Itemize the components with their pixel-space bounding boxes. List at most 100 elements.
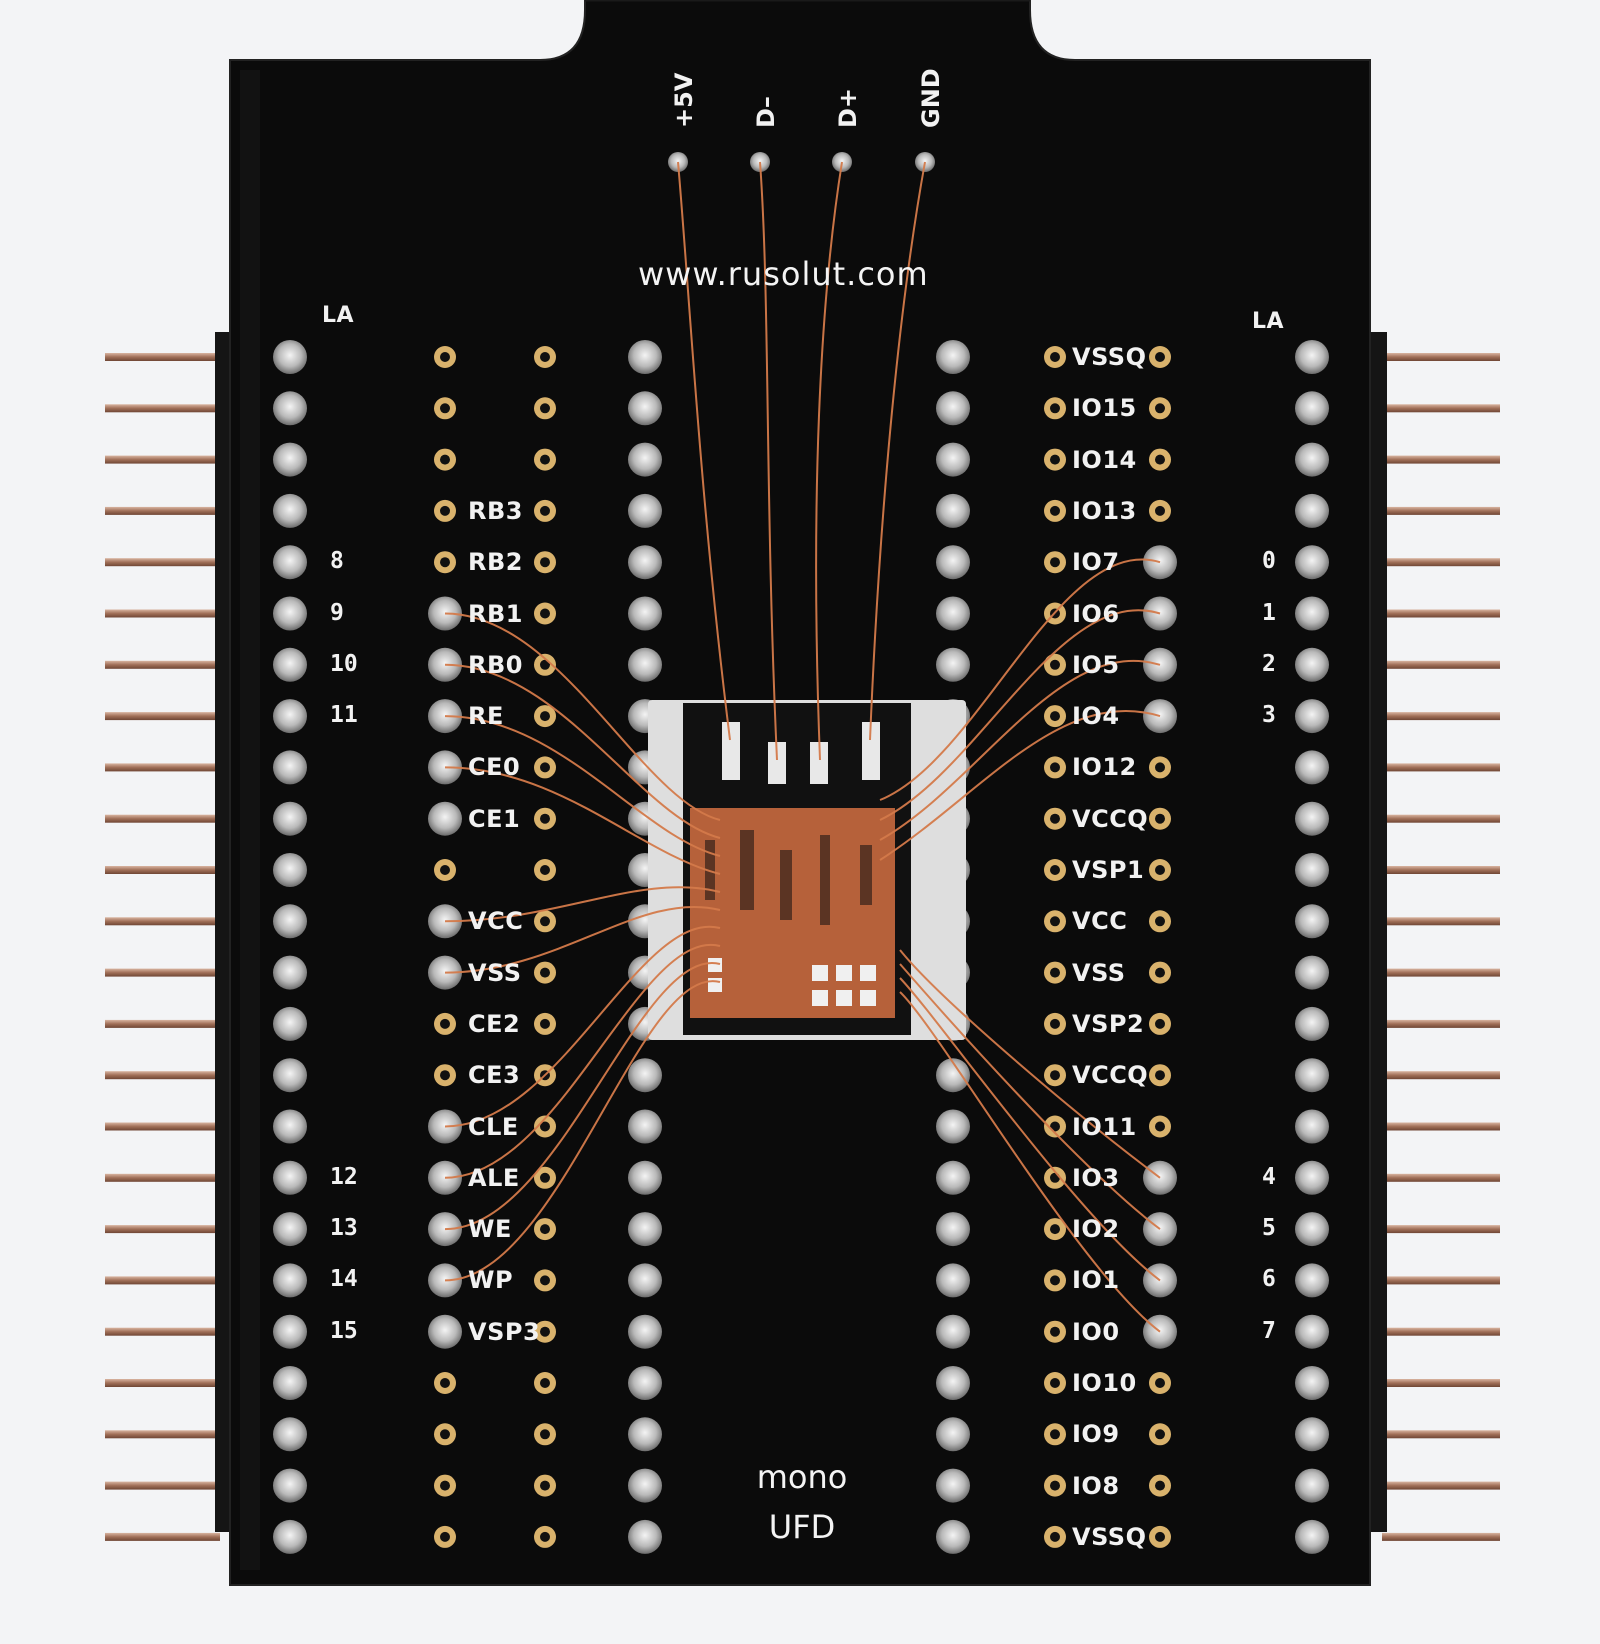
gold-pad [1044,1423,1066,1446]
gold-pad [1149,910,1171,933]
solder-joint [1295,1160,1329,1195]
header-pin [105,1122,220,1131]
solder-joint [1295,1417,1329,1452]
left-signal-label: RB2 [468,548,523,577]
brand-line-1: mono [756,1458,848,1496]
header-pin [105,1276,220,1285]
header-pin [1382,1173,1500,1182]
header-pin [105,660,220,669]
solder-joint [273,1263,307,1298]
solder-joint [273,1160,307,1195]
solder-joint [273,853,307,887]
gold-pad [534,653,556,676]
jumper-wire [899,949,1161,1179]
gold-pad [1044,397,1066,420]
solder-joint [628,1314,662,1349]
gold-pad [434,1012,456,1035]
gold-pad [1044,1525,1066,1548]
solder-joint [273,1212,307,1247]
left-bit-number: 11 [330,702,358,729]
solder-joint [1295,1314,1329,1349]
solder-joint [936,1314,970,1349]
solder-joint [1295,904,1329,939]
right-bit-number: 3 [1262,702,1276,729]
solder-joint [628,442,662,477]
right-signal-label: IO13 [1072,496,1137,525]
gold-pad [1044,961,1066,984]
solder-joint [628,1058,662,1093]
header-pin [1382,1379,1500,1387]
solder-joint [936,1058,970,1093]
usb-pad-label-gnd: GND [917,68,945,128]
gold-pad [1149,1423,1171,1446]
solder-joint [936,1519,970,1554]
header-pin [1382,866,1500,874]
header-pin [105,763,220,772]
right-bit-number: 1 [1262,599,1276,626]
header-pin [105,814,220,823]
gold-pad [534,705,556,728]
right-signal-label: VCCQ [1072,1061,1149,1090]
gold-pad [1044,1474,1066,1497]
solder-joint [628,1417,662,1452]
gold-pad [434,346,456,368]
copper-jumper-wires [444,161,1161,1333]
solder-joint [273,442,307,477]
header-pins-right [1382,353,1500,1541]
right-bit-number: 4 [1262,1163,1276,1190]
header-pin [105,968,220,977]
solder-joint [936,1160,970,1195]
right-signal-label: IO7 [1072,548,1120,577]
header-pin [1382,1122,1500,1131]
gold-pad [534,1320,556,1343]
solder-joint [936,1109,970,1144]
right-signal-label: IO6 [1072,599,1120,628]
right-signal-label: IO14 [1072,445,1137,474]
solder-joint [628,1212,662,1247]
solder-joint [1295,1366,1329,1400]
jumper-wire [899,991,1161,1333]
gold-pad [434,499,456,522]
gold-pad [1044,1320,1066,1343]
right-signal-label: VSP2 [1072,1009,1145,1038]
header-pin [105,558,220,567]
gold-pad [434,859,456,881]
jumper-wire [899,977,1161,1282]
header-pin [105,1173,220,1182]
right-signal-label: IO15 [1072,394,1137,423]
jumper-wire [444,612,721,821]
jumper-wire [444,766,721,875]
right-signal-label: VCCQ [1072,804,1149,833]
brand-line-2: UFD [768,1508,836,1546]
left-bit-number: 14 [330,1266,358,1293]
header-pin [1382,814,1500,823]
jumper-wire [879,609,1161,821]
header-pin [1382,1430,1500,1439]
solder-joint [936,493,970,528]
left-bit-number: 10 [330,650,358,677]
header-pin [1382,917,1500,926]
jumper-wire [444,980,721,1282]
gold-pad [1044,1372,1066,1394]
solder-joint [273,391,307,426]
solder-joint [273,1417,307,1452]
solder-joint [1295,955,1329,990]
gold-pad [1149,1115,1171,1138]
solder-joint [273,1366,307,1400]
jumper-wire [444,925,721,1128]
gold-pad [1149,756,1171,779]
left-bit-number: 9 [330,599,344,626]
right-signal-label: VCC [1072,907,1128,936]
gold-pad [534,551,556,574]
la-right-label: LA [1252,309,1285,334]
left-signal-label: CE3 [468,1061,521,1090]
right-signal-label: IO1 [1072,1266,1120,1295]
right-signal-label: IO12 [1072,753,1137,782]
left-signal-label: CLE [468,1112,519,1141]
right-signal-label: VSP1 [1072,856,1145,884]
header-pin [105,1019,220,1028]
left-bit-number: 12 [330,1163,358,1190]
left-signal-label: VSS [468,958,522,987]
solder-joint [1295,1263,1329,1298]
gold-pad [534,1012,556,1035]
